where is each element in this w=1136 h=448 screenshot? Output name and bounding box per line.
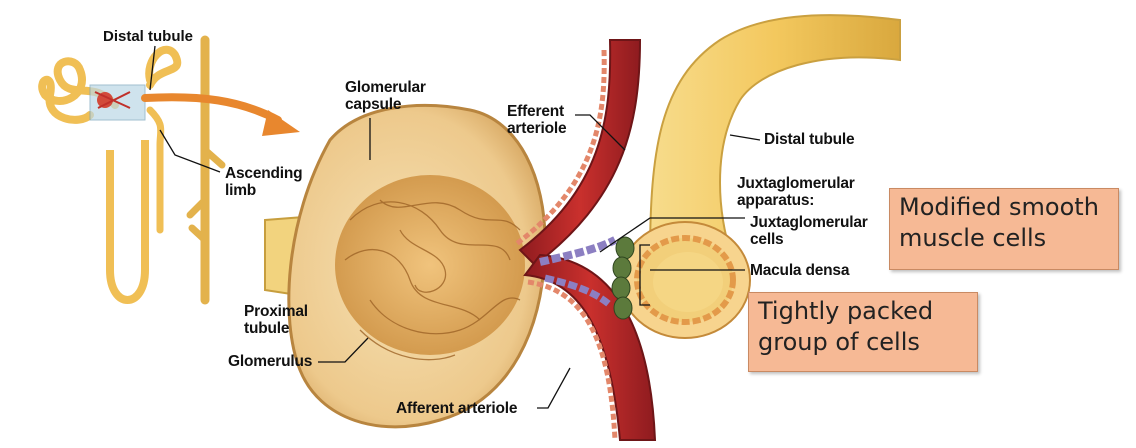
leader-lines [149, 45, 761, 409]
afferent-arteriole-vessel [523, 253, 657, 441]
label-efferent-arteriole: Efferent arteriole [507, 103, 567, 137]
label-jga-heading: Juxtaglomerular apparatus: [737, 175, 855, 209]
zoom-arrowhead [262, 110, 300, 136]
label-jg-cells: Juxtaglomerular cells [750, 214, 868, 248]
macula-densa-cells [611, 236, 635, 320]
mini-glomerulus [97, 92, 113, 108]
callout-jg-cells: Modified smooth muscle cells [889, 188, 1119, 270]
afferent-wall-cells [527, 279, 618, 441]
label-distal-tubule-top: Distal tubule [103, 28, 194, 45]
zoom-arrow [141, 93, 282, 124]
mini-vessels [94, 91, 131, 109]
juxtaglomerular-cells-shape [539, 236, 617, 266]
glomerulus-tuft [335, 175, 525, 355]
nephron-overview [38, 35, 226, 305]
label-macula-densa: Macula densa [750, 262, 850, 279]
ascending-limb-tube [146, 106, 165, 234]
label-glomerular-capsule: Glomerular capsule [345, 79, 426, 113]
label-afferent-arteriole: Afferent arteriole [396, 400, 518, 417]
efferent-wall-cells [513, 49, 607, 247]
loop-of-henle [106, 140, 149, 304]
convoluted-tubule [38, 45, 182, 124]
juxtaglomerular-cells-shape-2 [544, 274, 613, 308]
callout-macula-densa: Tightly packed group of cells [748, 292, 978, 372]
distal-tubule-section [619, 221, 751, 339]
glomerulus-capillaries [344, 199, 521, 361]
label-glomerulus: Glomerulus [228, 353, 313, 370]
collecting-branch [186, 146, 226, 244]
distal-tubule-large [648, 14, 901, 262]
label-proximal-tubule: Proximal tubule [244, 303, 308, 337]
label-distal-tubule-right: Distal tubule [764, 131, 855, 148]
label-ascending-limb: Ascending limb [225, 165, 303, 199]
